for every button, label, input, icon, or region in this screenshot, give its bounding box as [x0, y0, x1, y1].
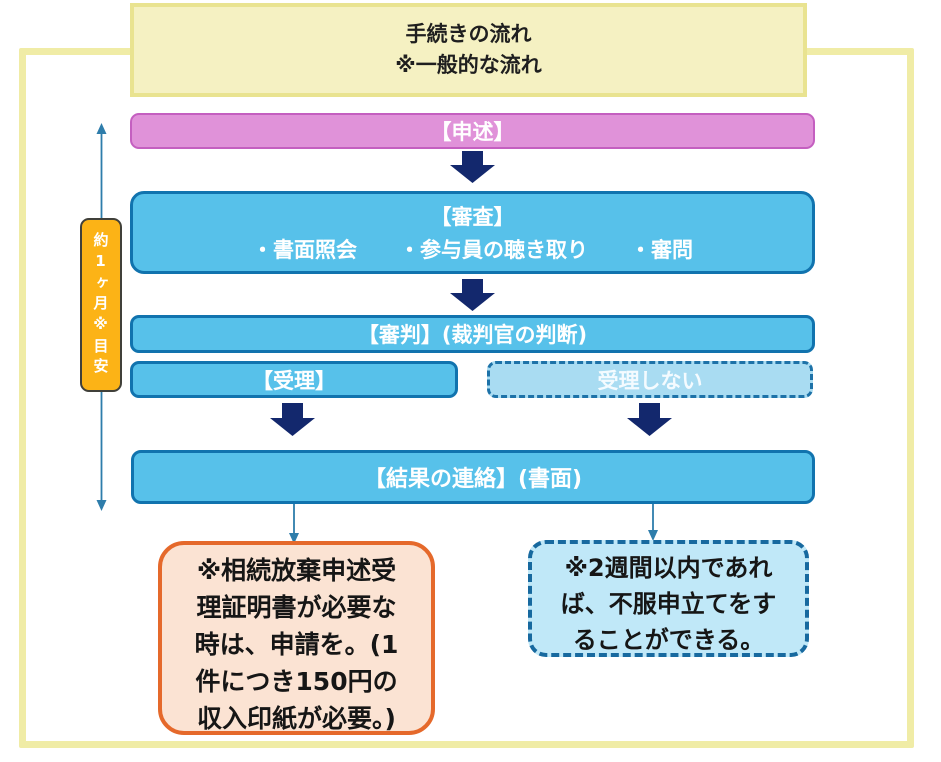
step-not-accepted-label: 受理しない	[597, 368, 703, 393]
step-accepted: 【受理】	[130, 361, 458, 398]
connector-arrow-icon	[648, 504, 658, 541]
step-examination-title: 【審査】	[430, 204, 515, 229]
duration-label: 約1ヶ月※目安	[91, 232, 110, 378]
down-arrow-icon	[450, 279, 495, 311]
page-title: 手続きの流れ ※一般的な流れ	[395, 22, 542, 77]
connector-arrow-icon	[289, 504, 299, 544]
duration-tag: 約1ヶ月※目安	[80, 218, 122, 392]
down-arrow-icon	[450, 151, 495, 183]
note-certificate: ※相続放棄申述受 理証明書が必要な 時は、申請を。(1 件につき150円の 収入…	[158, 541, 435, 735]
note-appeal: ※2週間以内であれ ば、不服申立てをす ることができる。	[528, 540, 809, 657]
note-certificate-text: ※相続放棄申述受 理証明書が必要な 時は、申請を。(1 件につき150円の 収入…	[194, 556, 399, 733]
step-result-label: 【結果の連絡】(書面)	[363, 467, 583, 492]
down-arrow-icon	[627, 403, 672, 436]
step-examination-items: ・書面照会 ・参与員の聴き取り ・審問	[252, 237, 693, 262]
step-adjudication: 【審判】(裁判官の判断)	[130, 315, 815, 353]
step-examination: 【審査】 ・書面照会 ・参与員の聴き取り ・審問	[130, 191, 815, 274]
step-not-accepted: 受理しない	[487, 361, 813, 398]
title-banner: 手続きの流れ ※一般的な流れ	[130, 3, 807, 97]
down-arrow-icon	[270, 403, 315, 436]
step-adjudication-label: 【審判】(裁判官の判断)	[357, 323, 588, 347]
step-petition: 【申述】	[130, 113, 815, 149]
step-result: 【結果の連絡】(書面)	[131, 450, 815, 504]
step-accepted-label: 【受理】	[252, 368, 336, 393]
note-appeal-text: ※2週間以内であれ ば、不服申立てをす ることができる。	[560, 554, 777, 654]
step-petition-label: 【申述】	[430, 120, 515, 144]
